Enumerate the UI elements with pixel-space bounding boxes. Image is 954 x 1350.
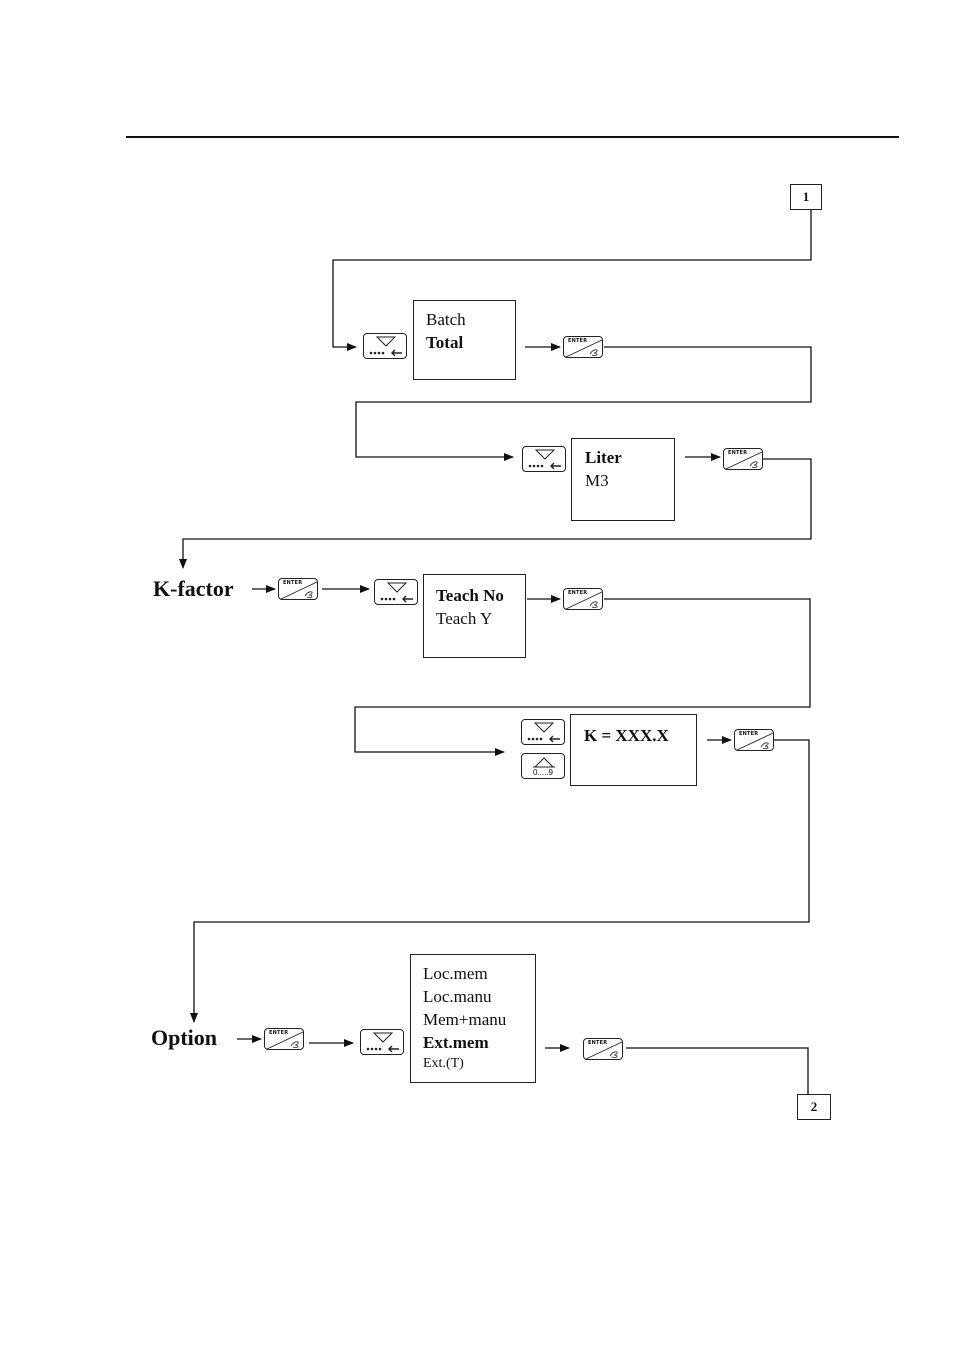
display-liter-m3: Liter M3 — [571, 438, 675, 521]
up-arrow-key-icon[interactable]: 0.....9 — [521, 753, 565, 779]
hand-press-icon — [564, 589, 604, 611]
connector-start-to-batch — [333, 209, 811, 347]
connector-to-kfactor — [183, 459, 811, 568]
down-arrow-key-icon[interactable] — [521, 719, 565, 745]
option-item: Loc.mem — [423, 962, 535, 985]
kfactor-label: K-factor — [153, 576, 234, 602]
down-arrow-key-icon[interactable] — [522, 446, 566, 472]
hand-press-icon — [735, 730, 775, 752]
enter-key-icon[interactable]: ENTER — [563, 336, 603, 358]
display-line-selected: Liter — [585, 446, 674, 469]
display-line-selected: Total — [426, 331, 515, 354]
digit-range-label: 0.....9 — [522, 768, 564, 777]
display-line-selected: Teach No — [436, 584, 525, 607]
option-item: Loc.manu — [423, 985, 535, 1008]
end-marker: 2 — [797, 1094, 831, 1120]
enter-key-icon[interactable]: ENTER — [723, 448, 763, 470]
display-line-selected: K = XXX.X — [584, 724, 696, 747]
option-item: Ext.(T) — [423, 1054, 535, 1074]
down-arrow-key-icon[interactable] — [360, 1029, 404, 1055]
display-batch-total: Batch Total — [413, 300, 516, 380]
display-kvalue: K = XXX.X — [570, 714, 697, 786]
display-options: Loc.mem Loc.manu Mem+manu Ext.mem Ext.(T… — [410, 954, 536, 1083]
hand-press-icon — [564, 337, 604, 359]
hand-press-icon — [724, 449, 764, 471]
option-item: Mem+manu — [423, 1008, 535, 1031]
down-arrow-key-icon[interactable] — [363, 333, 407, 359]
display-line: Teach Y — [436, 607, 525, 630]
enter-key-icon[interactable]: ENTER — [583, 1038, 623, 1060]
start-marker: 1 — [790, 184, 822, 210]
enter-key-icon[interactable]: ENTER — [734, 729, 774, 751]
connector-to-end — [626, 1048, 808, 1094]
display-teach: Teach No Teach Y — [423, 574, 526, 658]
down-arrow-key-icon[interactable] — [374, 579, 418, 605]
hand-press-icon — [265, 1029, 305, 1051]
option-label: Option — [151, 1025, 217, 1051]
display-line: Batch — [426, 308, 515, 331]
enter-key-icon[interactable]: ENTER — [264, 1028, 304, 1050]
enter-key-icon[interactable]: ENTER — [278, 578, 318, 600]
option-item-selected: Ext.mem — [423, 1031, 535, 1054]
display-line: M3 — [585, 469, 674, 492]
hand-press-icon — [584, 1039, 624, 1061]
enter-key-icon[interactable]: ENTER — [563, 588, 603, 610]
hand-press-icon — [279, 579, 319, 601]
